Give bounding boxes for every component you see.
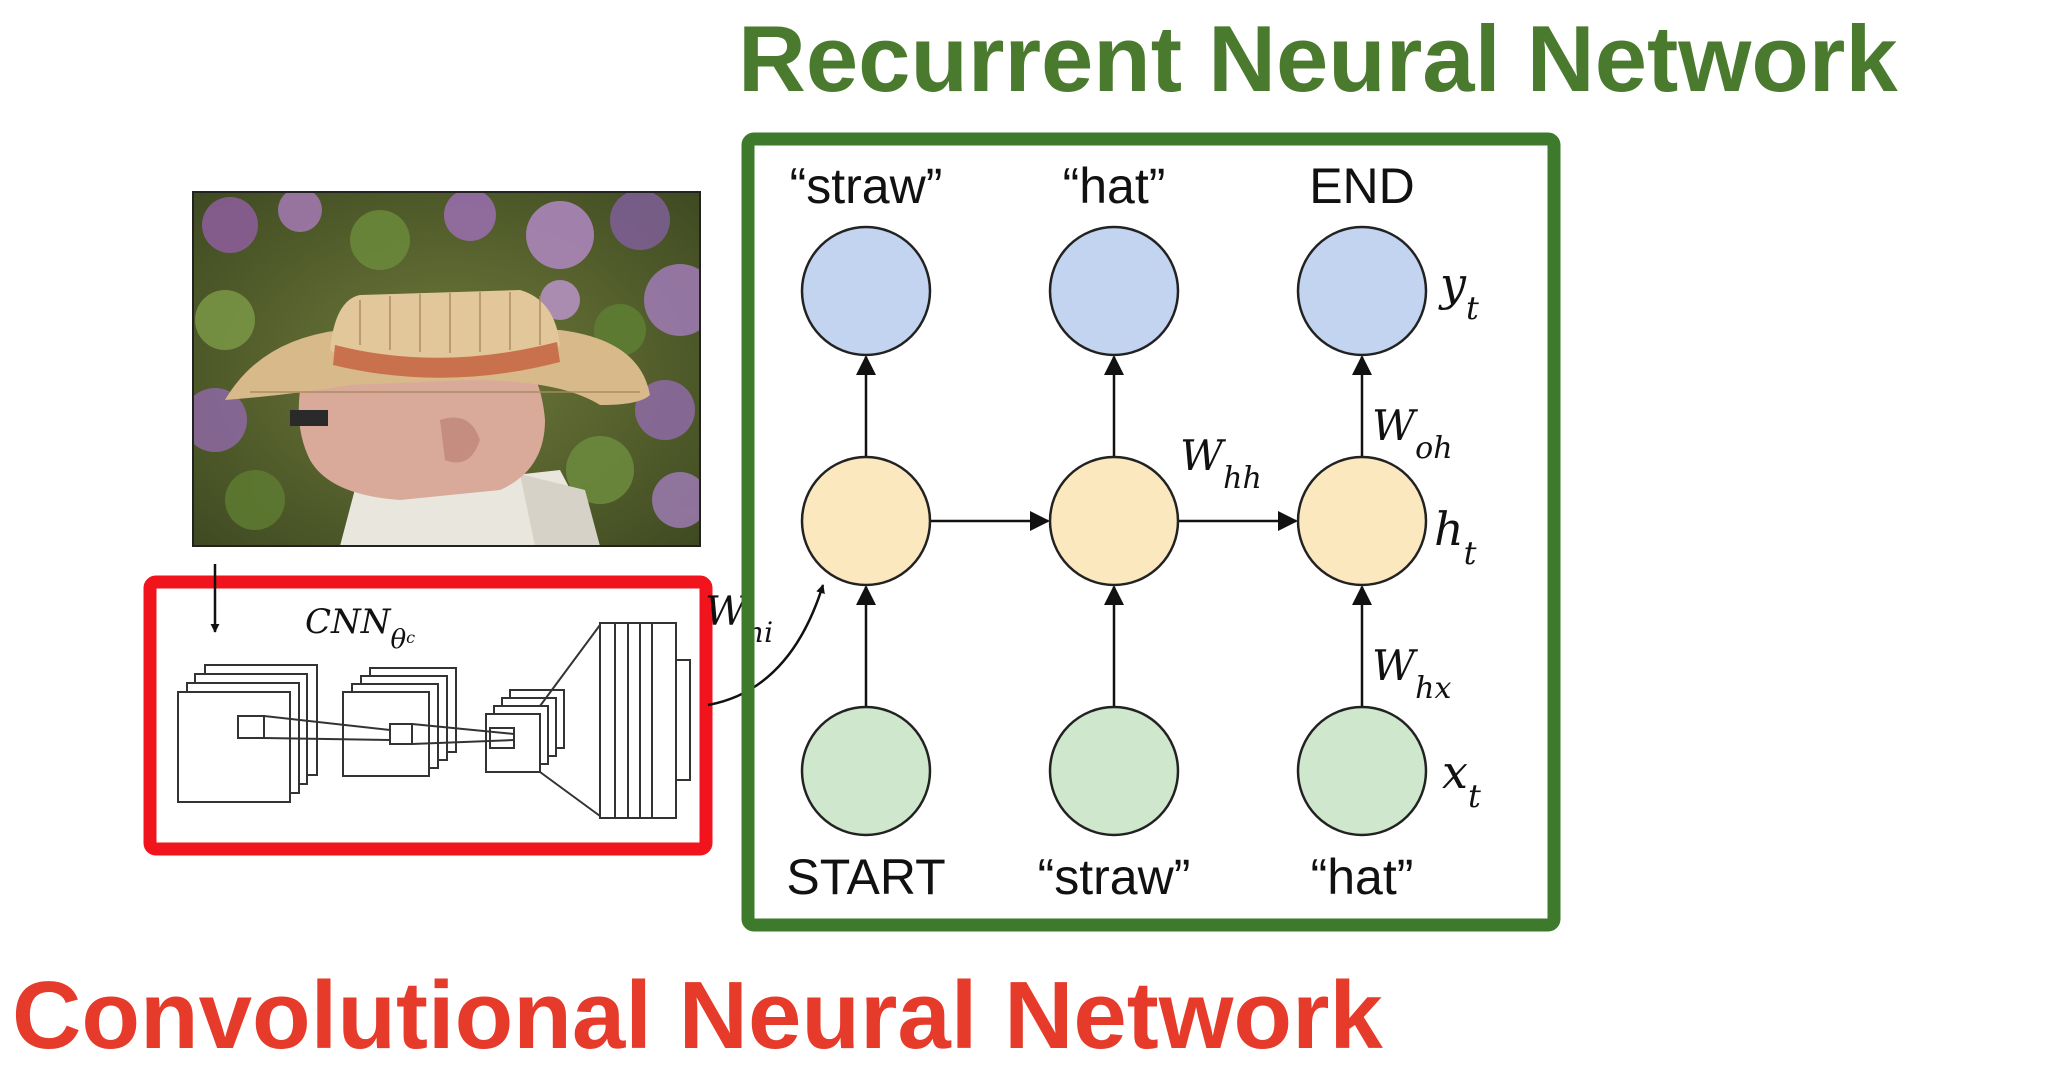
cnn-feature-maps-1 [177, 664, 318, 803]
input-word: START [786, 849, 945, 905]
input-node [1048, 705, 1180, 837]
rnn-title: Recurrent Neural Network [738, 6, 1898, 111]
photo-background-flowers [193, 192, 700, 542]
output-node [1296, 225, 1428, 357]
cnn-highlight-box [143, 575, 713, 856]
rnn-highlight-box [741, 132, 1561, 932]
input-node [800, 705, 932, 837]
output-node [800, 225, 932, 357]
cnn-to-rnn-arrow [707, 584, 825, 707]
h-t-label: ht [1434, 502, 1477, 572]
photo-man-straw-hat [192, 191, 701, 547]
cnn-feature-maps-3 [485, 689, 565, 773]
cnn-section: CNNθc [143, 564, 825, 856]
output-word: “hat” [1063, 158, 1166, 214]
w-oh-label: Woh [1372, 401, 1453, 466]
output-word: “straw” [790, 158, 943, 214]
input-word: “straw” [1038, 849, 1191, 905]
cnn-fully-connected-layers [599, 622, 691, 819]
hidden-node [800, 455, 932, 587]
output-node [1048, 225, 1180, 357]
cnn-feature-maps-2 [342, 667, 457, 777]
w-hx-label: Whx [1372, 641, 1451, 706]
cnn-label: CNNθc [305, 602, 415, 655]
w-ih-label: Whi [705, 589, 773, 649]
w-hh-label: Whh [1180, 431, 1262, 496]
rnn-section: “straw” “hat” END START “straw” “hat” yt ht xt Wo… [741, 132, 1561, 932]
output-word: END [1309, 158, 1415, 214]
hidden-node [1048, 455, 1180, 587]
input-word: “hat” [1311, 849, 1414, 905]
hidden-node [1296, 455, 1428, 587]
x-t-label: xt [1442, 745, 1481, 815]
input-node [1296, 705, 1428, 837]
rnn-grid: “straw” “hat” END START “straw” “hat” yt ht xt Wo… [786, 158, 1481, 905]
cnn-title: Convolutional Neural Network [12, 962, 1383, 1069]
y-t-label: yt [1438, 257, 1479, 327]
